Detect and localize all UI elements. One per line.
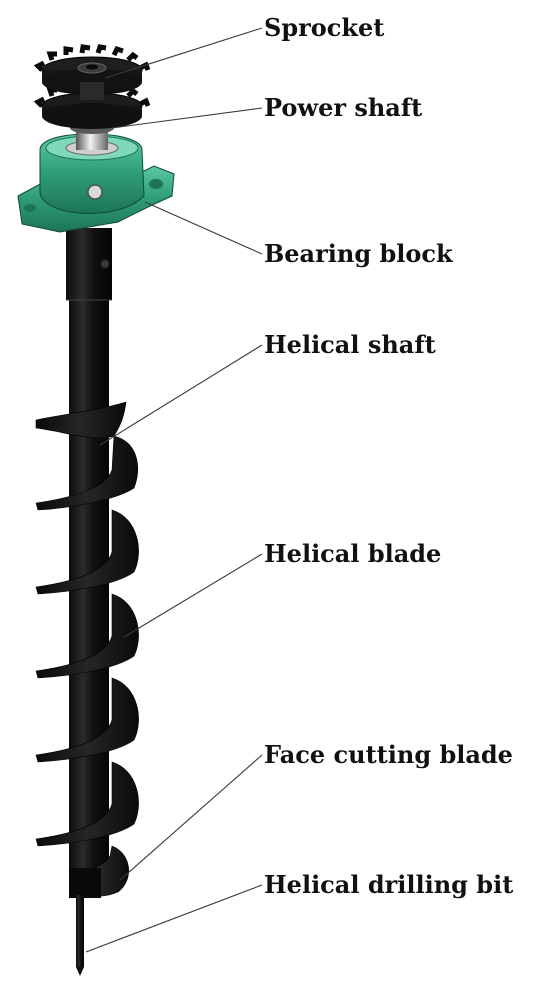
label-face-cutting-blade: Face cutting blade bbox=[264, 740, 513, 769]
helical-drilling-bit bbox=[76, 895, 84, 967]
leader-bearing-block bbox=[144, 201, 263, 255]
blade-flight-6 bbox=[35, 761, 139, 847]
label-helical-shaft: Helical shaft bbox=[264, 330, 436, 359]
blade-flight-4 bbox=[35, 593, 139, 679]
leader-helical-blade bbox=[123, 553, 263, 638]
label-power-shaft: Power shaft bbox=[264, 93, 422, 122]
blade-flight-1 bbox=[35, 401, 127, 439]
label-bearing-block: Bearing block bbox=[264, 239, 454, 268]
collar-pin-hole bbox=[101, 260, 109, 268]
flange-bolt-hole bbox=[149, 179, 163, 189]
label-sprocket: Sprocket bbox=[264, 13, 384, 42]
flange-bolt-hole-left bbox=[24, 204, 36, 212]
helical-blade bbox=[35, 401, 139, 847]
bearing-grease-nipple bbox=[87, 184, 103, 200]
drill-bit-tip bbox=[76, 967, 84, 976]
label-helical-drilling-bit: Helical drilling bit bbox=[264, 870, 513, 899]
sprocket-lower bbox=[33, 80, 151, 129]
leader-helical-shaft bbox=[99, 344, 263, 446]
label-helical-blade: Helical blade bbox=[264, 539, 441, 568]
shaft-bottom-end bbox=[69, 868, 101, 898]
sprocket bbox=[33, 44, 151, 129]
leader-helical-drilling-bit bbox=[85, 884, 263, 953]
sprocket-hub bbox=[80, 82, 104, 100]
leader-sprocket bbox=[104, 27, 263, 79]
blade-flight-5 bbox=[35, 677, 139, 763]
blade-flight-3 bbox=[35, 509, 139, 595]
helical-shaft bbox=[69, 228, 109, 868]
leader-power-shaft bbox=[111, 107, 263, 129]
leader-face-cutting-blade bbox=[119, 754, 263, 881]
